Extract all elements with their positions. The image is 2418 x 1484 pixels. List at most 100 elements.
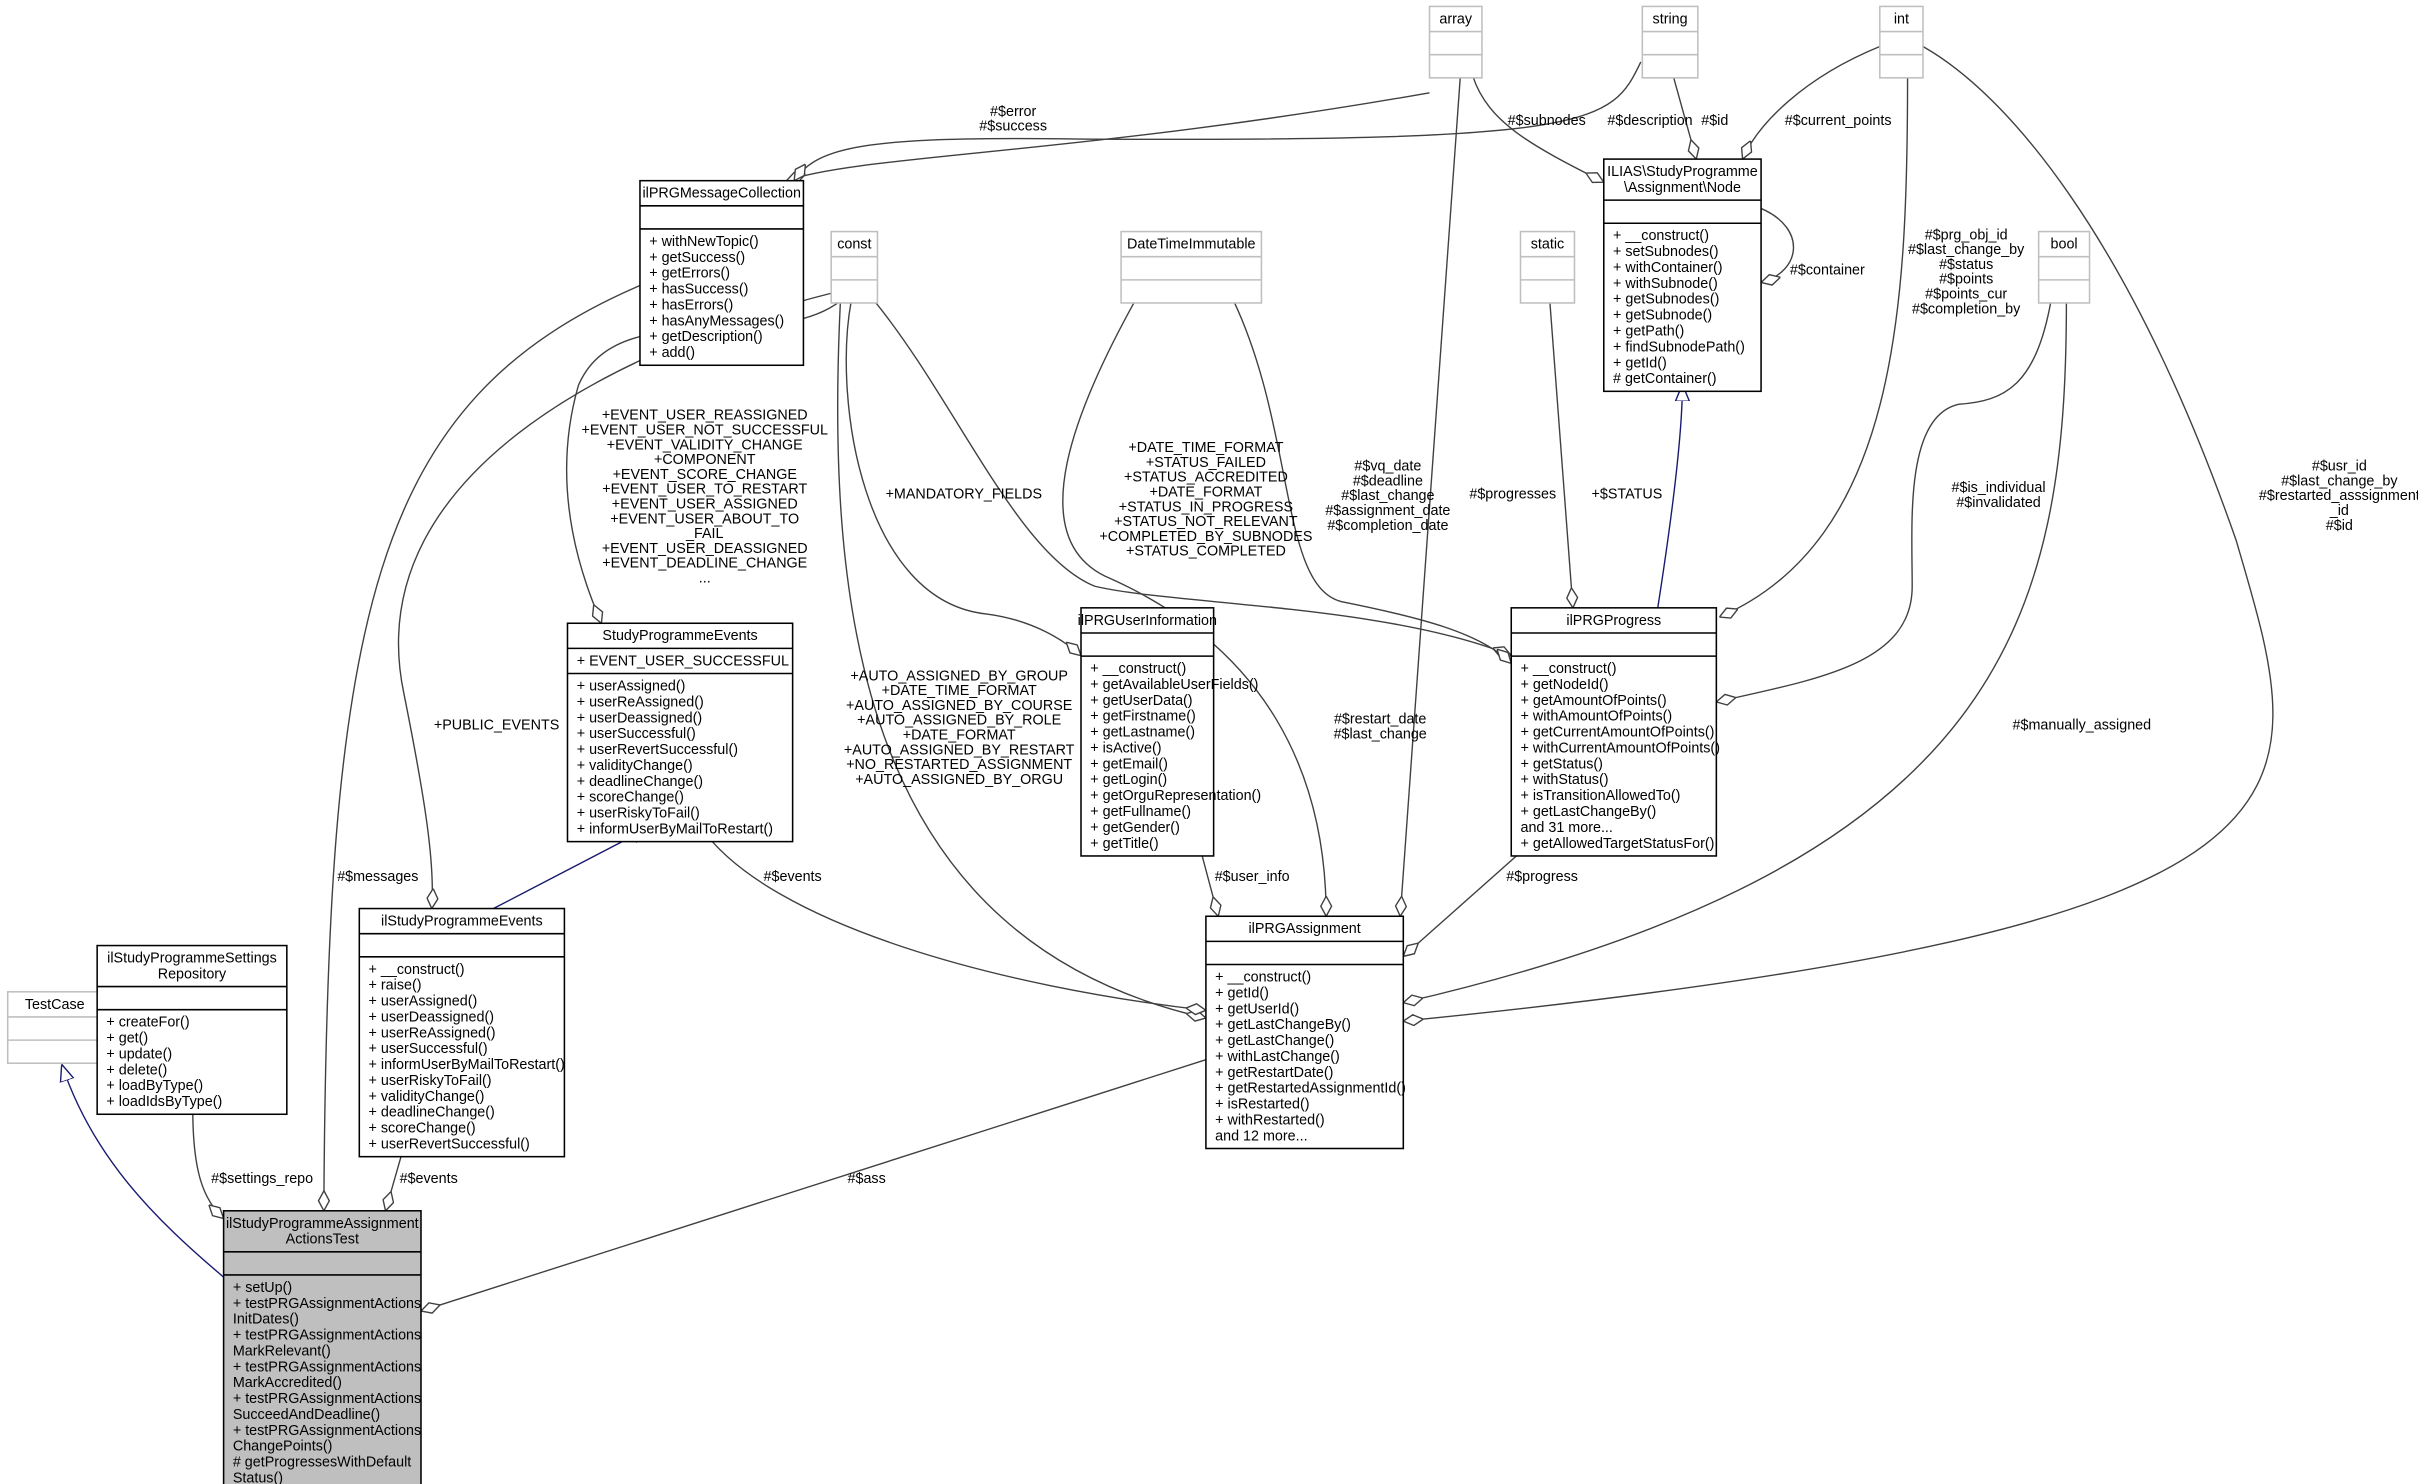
usage-edge-array-to-Assignment [1400,75,1462,916]
class-method: + getUserData() [1090,693,1192,709]
class-box-const[interactable]: const [830,230,879,304]
class-box-static[interactable]: static [1519,230,1576,304]
class-method: + testPRGAssignmentActions [233,1296,421,1312]
class-box-TestCase[interactable]: TestCase [6,991,103,1064]
usage-edge-string-to-Node [1672,75,1696,159]
class-box-UserInfo[interactable]: ilPRGUserInformation+ __construct()+ get… [1078,607,1261,857]
edge-label: +PUBLIC_EVENTS [434,718,559,734]
edge-label: #$messages [337,869,418,885]
usage-edge-static-to-Progress [1549,300,1573,608]
usage-edge-bool-to-Assignment [1403,300,2068,1003]
class-box-DTI[interactable]: DateTimeImmutable [1120,230,1263,304]
class-title: ilStudyProgrammeSettings [107,951,277,967]
edge-label: +EVENT_SCORE_CHANGE [613,467,797,483]
class-method: + userRevertSuccessful() [577,742,738,758]
edge-label: +DATE_FORMAT [1149,484,1262,500]
class-box-Progress[interactable]: ilPRGProgress+ __construct()+ getNodeId(… [1510,607,1720,857]
class-box-frame [358,907,566,1158]
usage-edge-int-to-Assignment [1403,45,2274,1022]
class-method: + getTitle() [1090,836,1158,852]
usage-edge-MsgColl-to-ActionsTest [324,284,641,1211]
class-method: + hasErrors() [649,297,733,313]
edge-label: #$prg_obj_id [1925,227,2008,243]
class-method: + getId() [1613,355,1667,371]
class-method: + informUserByMailToRestart() [369,1057,565,1073]
class-method: ChangePoints() [233,1439,333,1455]
class-method: + getGender() [1090,820,1180,836]
class-box-Assignment[interactable]: ilPRGAssignment+ __construct()+ getId()+… [1205,915,1406,1150]
class-attribute: + EVENT_USER_SUCCESSFUL [577,653,789,669]
class-method: + testPRGAssignmentActions [233,1328,421,1344]
class-title: ilStudyProgrammeAssignment [226,1216,419,1232]
class-method: + withRestarted() [1215,1112,1325,1128]
class-method: + getCurrentAmountOfPoints() [1521,725,1715,741]
edge-label: +$STATUS [1592,486,1663,502]
class-method: + getNodeId() [1521,677,1609,693]
class-method: + isActive() [1090,740,1161,756]
edge-label: +NO_RESTARTED_ASSIGNMENT [846,757,1072,773]
class-method: + getLastname() [1090,725,1195,741]
class-box-frame [566,622,794,843]
edge-label: #$last_change_by [1908,242,2025,258]
class-box-SPEvents[interactable]: StudyProgrammeEvents+ EVENT_USER_SUCCESS… [566,622,794,843]
class-method: + getAmountOfPoints() [1521,693,1667,709]
edge-label: #$manually_assigned [2013,718,2152,734]
class-box-frame [1120,230,1263,304]
class-method: + userReAssigned() [369,1025,496,1041]
edge-label: #$is_individual [1952,480,2046,496]
class-method: + getRestartDate() [1215,1065,1333,1081]
edge-label: +AUTO_ASSIGNED_BY_COURSE [846,698,1072,714]
class-title: ILIAS\StudyProgramme [1607,164,1758,180]
edge-label: +AUTO_ASSIGNED_BY_RESTART [844,742,1075,758]
edge-label: +AUTO_ASSIGNED_BY_GROUP [850,668,1068,684]
class-box-bool[interactable]: bool [2037,230,2091,304]
class-boxes-layer: TestCase ilStudyProgrammeSettingsReposito… [6,5,2091,1484]
edge-label: #$last_change_by [2281,473,2398,489]
usage-edge-bool-to-Progress [1716,300,2052,702]
class-title: TestCase [25,997,85,1013]
edge-label: _FAIL [685,526,723,542]
class-method: and 31 more... [1521,820,1613,836]
class-method: + userDeassigned() [577,710,702,726]
class-title: ilPRGUserInformation [1078,613,1217,629]
class-method: MarkRelevant() [233,1343,331,1359]
class-method: + getSubnode() [1613,308,1712,324]
edge-label: #$subnodes [1508,113,1586,129]
usage-edge-string-to-MsgColl [794,61,1642,181]
usage-edge-DTI-to-Assignment [1062,300,1326,916]
class-box-Node[interactable]: ILIAS\StudyProgramme\Assignment\Node+ __… [1603,158,1762,393]
class-box-array[interactable]: array [1428,5,1483,79]
edge-label: #$assignment_date [1325,503,1450,519]
class-method: + userAssigned() [577,678,686,694]
class-method: + scoreChange() [369,1121,476,1137]
class-method: + testPRGAssignmentActions [233,1391,421,1407]
usage-edge-const-to-UserInfo [845,300,1081,656]
edge-label: #$error [990,104,1036,120]
class-method: + withCurrentAmountOfPoints() [1521,740,1720,756]
class-box-frame [639,179,805,367]
usage-edge-UserInfo-to-Assignment [1199,846,1219,916]
class-box-frame [1879,5,1924,79]
class-box-MsgColl[interactable]: ilPRGMessageCollection+ withNewTopic()+ … [639,179,805,367]
class-box-int[interactable]: int [1879,5,1924,79]
usage-edge-Assignment-to-ActionsTest [421,1059,1207,1311]
class-method: + raise() [369,978,422,994]
edge-label: _id [2329,503,2349,519]
class-method: # getContainer() [1613,371,1717,387]
edge-label: +EVENT_DEADLINE_CHANGE [602,556,807,572]
class-method: + getFirstname() [1090,709,1196,725]
class-method: MarkAccredited() [233,1375,342,1391]
class-method: + getRestartedAssignmentId() [1215,1081,1406,1097]
class-title: string [1653,11,1688,27]
class-box-frame [222,1210,422,1484]
class-box-string[interactable]: string [1641,5,1699,79]
class-title: ilStudyProgrammeEvents [381,914,543,930]
edge-label: +STATUS_ACCREDITED [1124,470,1288,486]
class-box-ilEvents[interactable]: ilStudyProgrammeEvents+ __construct()+ r… [358,907,566,1158]
class-method: + userRevertSuccessful() [369,1136,530,1152]
class-method: + add() [649,345,695,361]
class-method: + userReAssigned() [577,694,704,710]
